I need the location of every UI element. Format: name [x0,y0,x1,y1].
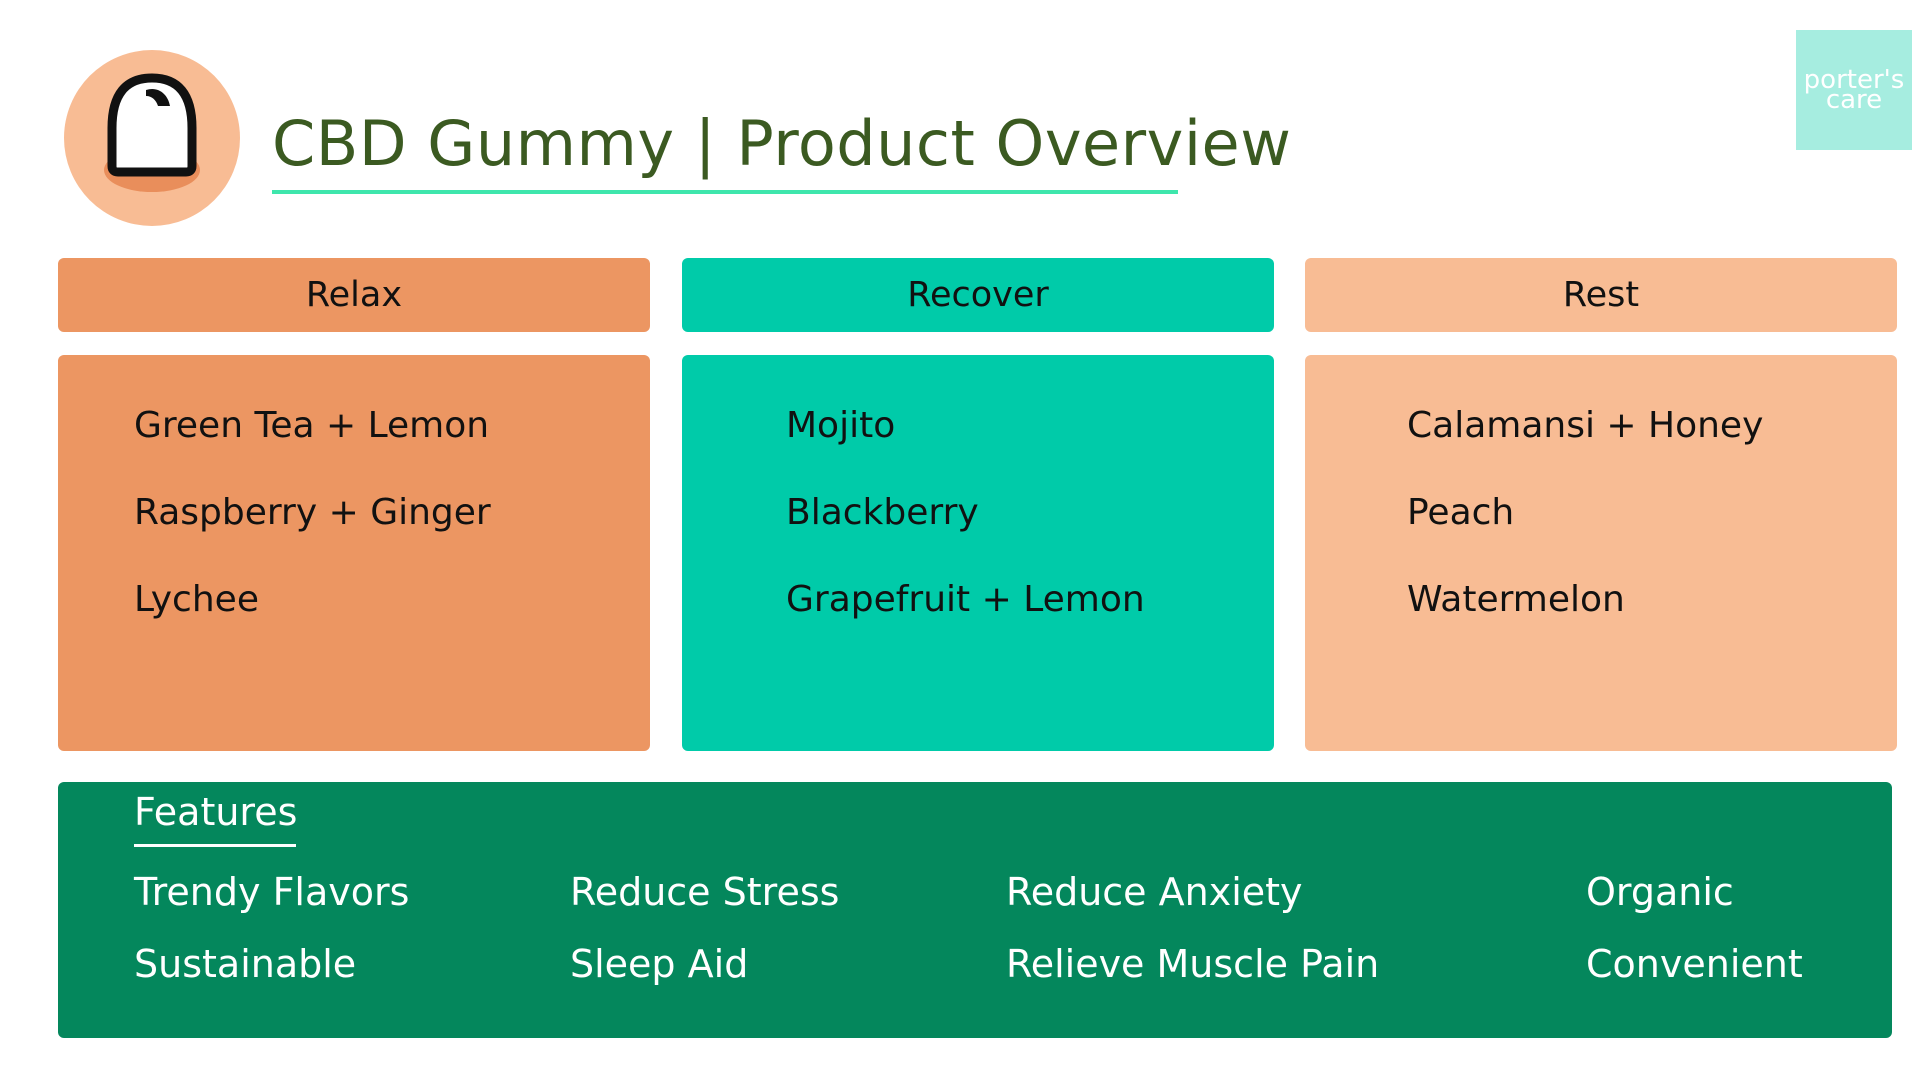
feature-item: Convenient [1586,942,1803,986]
flavor-item: Raspberry + Ginger [134,492,491,533]
flavor-item: Watermelon [1407,579,1625,620]
brand-logo: porter's care [1796,30,1912,150]
feature-item: Organic [1586,870,1734,914]
brand-logo-line-2: care [1825,85,1883,115]
feature-item: Reduce Anxiety [1006,870,1303,914]
brand-logo-line-1: porter's [1803,65,1905,95]
category-label: Rest [1562,275,1640,315]
category-header-recover: Recover [682,258,1274,332]
features-panel: Features Trendy Flavors Sustainable Redu… [58,782,1892,1038]
features-underline [134,844,296,847]
category-panel-rest: Calamansi + Honey Peach Watermelon [1305,355,1897,751]
category-header-relax: Relax [58,258,650,332]
flavor-item: Blackberry [786,492,979,533]
flavor-item: Lychee [134,579,259,620]
feature-item: Trendy Flavors [134,870,410,914]
features-heading: Features [134,790,298,834]
flavor-item: Green Tea + Lemon [134,405,490,446]
page-title: CBD Gummy | Product Overview [272,107,1292,180]
category-header-rest: Rest [1305,258,1897,332]
flavor-item: Calamansi + Honey [1407,405,1764,446]
category-panel-relax: Green Tea + Lemon Raspberry + Ginger Lyc… [58,355,650,751]
flavor-item: Peach [1407,492,1515,533]
category-label: Recover [907,275,1049,315]
category-label: Relax [305,275,403,315]
feature-item: Sleep Aid [570,942,749,986]
feature-item: Relieve Muscle Pain [1006,942,1380,986]
feature-item: Sustainable [134,942,357,986]
flavor-item: Grapefruit + Lemon [786,579,1145,620]
feature-item: Reduce Stress [570,870,840,914]
flavor-item: Mojito [786,405,896,446]
title-underline [272,190,1178,194]
gummy-highlight [146,88,170,106]
logo-badge [64,50,240,226]
gummy-icon [104,73,200,192]
category-panel-recover: Mojito Blackberry Grapefruit + Lemon [682,355,1274,751]
